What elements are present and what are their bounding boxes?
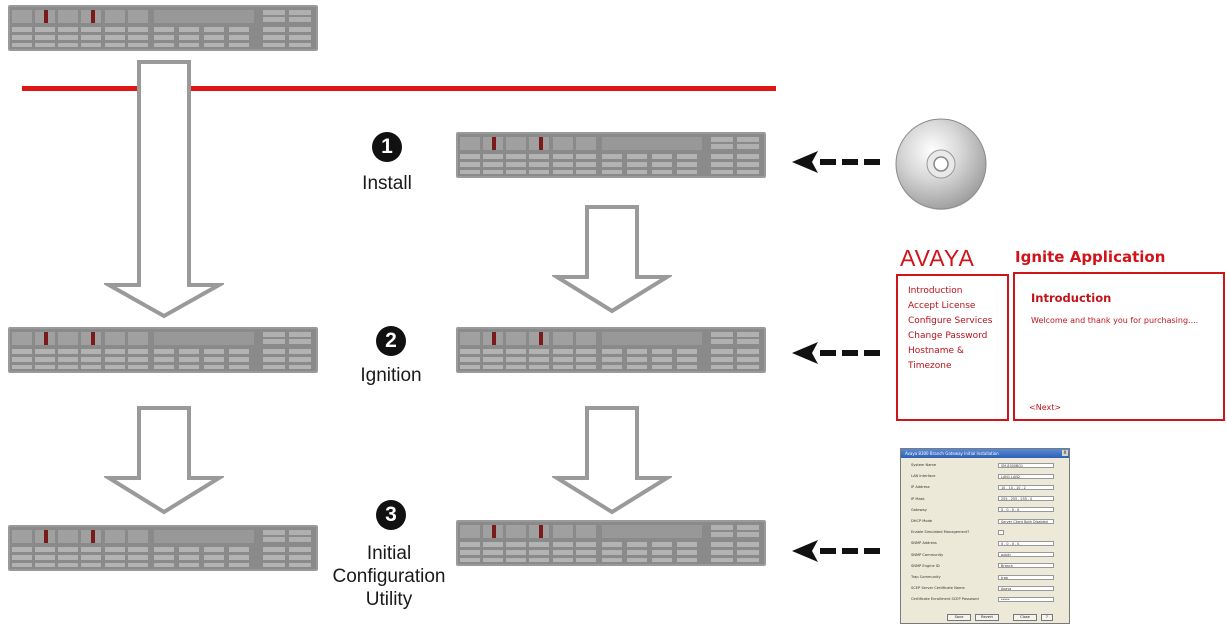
dashed-arrow-icon bbox=[792, 342, 880, 364]
help-button[interactable]: ? bbox=[1041, 614, 1053, 621]
save-button[interactable]: Save bbox=[947, 614, 971, 621]
avaya-logo: AVAYA bbox=[900, 245, 975, 271]
step-label-line: Utility bbox=[365, 589, 413, 610]
dialog-field-input[interactable]: public bbox=[998, 552, 1054, 558]
dialog-field-input[interactable]: 0 . 0 . 0 . 0 bbox=[998, 540, 1054, 546]
dialog-field-label: IP Mask bbox=[911, 496, 925, 501]
step-label-install: Install bbox=[362, 173, 412, 194]
nav-item-hostname-timezone[interactable]: Hostname & Timezone bbox=[908, 346, 964, 371]
nav-item-configure-services[interactable]: Configure Services bbox=[908, 316, 993, 326]
hollow-down-arrow-icon bbox=[552, 406, 672, 515]
step-number-3: 3 bbox=[376, 500, 406, 530]
step-label-ignition: Ignition bbox=[360, 365, 422, 386]
divider-line bbox=[22, 86, 776, 91]
dialog-field-label: Enable Simulated Management? bbox=[911, 530, 970, 535]
dialog-title: Avaya 8300 Branch Gateway Initial Instal… bbox=[901, 449, 1069, 458]
ignite-app-title: Ignite Application bbox=[1015, 248, 1166, 266]
dialog-field-input[interactable]: SM-8300BG1 bbox=[998, 462, 1054, 468]
dialog-field-label: Trap Community bbox=[911, 575, 941, 579]
ignite-nav-panel: Introduction Accept License Configure Se… bbox=[896, 274, 1009, 421]
server-rack-icon bbox=[8, 525, 318, 571]
dialog-checkbox[interactable] bbox=[998, 529, 1004, 535]
nav-item-change-password[interactable]: Change Password bbox=[908, 331, 988, 341]
dialog-field-label: SNMP Address bbox=[911, 541, 937, 546]
dialog-field-label: Certificate Enrollment SCEP Password bbox=[911, 597, 979, 602]
dialog-field-label: SNMP Engine ID bbox=[911, 563, 940, 568]
hollow-down-arrow-icon bbox=[104, 406, 224, 515]
dialog-field-label: IP Address bbox=[911, 485, 930, 490]
step-label-line: Configuration bbox=[332, 566, 446, 587]
dialog-field-input[interactable]: Server Client Both Disabled bbox=[998, 518, 1054, 524]
dialog-field-label: SNMP Community bbox=[911, 552, 944, 557]
server-rack-icon bbox=[456, 520, 766, 566]
dashed-arrow-icon bbox=[792, 540, 880, 562]
dialog-field-label: DHCP Mode bbox=[911, 519, 933, 523]
content-text: Welcome and thank you for purchasing.... bbox=[1031, 316, 1199, 325]
server-rack-icon bbox=[456, 132, 766, 178]
dialog-field-input[interactable]: 10 . 10 . 10 . 2 bbox=[998, 484, 1054, 490]
step-number-2: 2 bbox=[376, 326, 406, 356]
dialog-field-input[interactable]: ***** bbox=[998, 596, 1054, 602]
server-rack-icon bbox=[456, 327, 766, 373]
dialog-field-label: System Name bbox=[911, 463, 937, 467]
step-label-config: Initial Configuration Utility bbox=[312, 542, 466, 611]
revert-button[interactable]: Revert bbox=[975, 614, 999, 621]
hollow-down-arrow-icon bbox=[552, 205, 672, 314]
step-number-1: 1 bbox=[372, 132, 402, 162]
close-icon[interactable]: X bbox=[1062, 450, 1068, 456]
hollow-down-arrow-icon bbox=[104, 60, 224, 319]
dialog-field-label: SCEP Server Certificate Name bbox=[911, 586, 965, 591]
step-label-line: Initial bbox=[366, 543, 412, 564]
close-button[interactable]: Close bbox=[1013, 614, 1037, 621]
dialog-field-label: Gateway bbox=[911, 507, 927, 512]
server-rack-icon bbox=[8, 327, 318, 373]
cd-disc-icon bbox=[895, 118, 987, 210]
next-link[interactable]: <Next> bbox=[1029, 403, 1062, 412]
nav-item-introduction[interactable]: Introduction bbox=[908, 286, 963, 296]
content-heading: Introduction bbox=[1031, 291, 1112, 305]
dashed-arrow-icon bbox=[792, 151, 880, 173]
dialog-field-input[interactable]: LAN1 LAN2 bbox=[998, 473, 1054, 479]
dialog-field-input[interactable]: 0 . 0 . 0 . 0 bbox=[998, 507, 1054, 513]
server-rack-icon bbox=[8, 5, 318, 51]
dialog-field-input[interactable]: Avaya bbox=[998, 585, 1054, 591]
dialog-field-input[interactable]: trap bbox=[998, 574, 1054, 580]
ignite-content-panel: Introduction Welcome and thank you for p… bbox=[1013, 272, 1225, 421]
dialog-field-input[interactable]: 255 . 255 . 255 . 0 bbox=[998, 496, 1054, 502]
dialog-field-input[interactable]: Branch bbox=[998, 563, 1054, 569]
nav-item-accept-license[interactable]: Accept License bbox=[908, 301, 976, 311]
dialog-field-label: LAN Interface bbox=[911, 474, 936, 479]
config-dialog: Avaya 8300 Branch Gateway Initial Instal… bbox=[900, 448, 1070, 624]
